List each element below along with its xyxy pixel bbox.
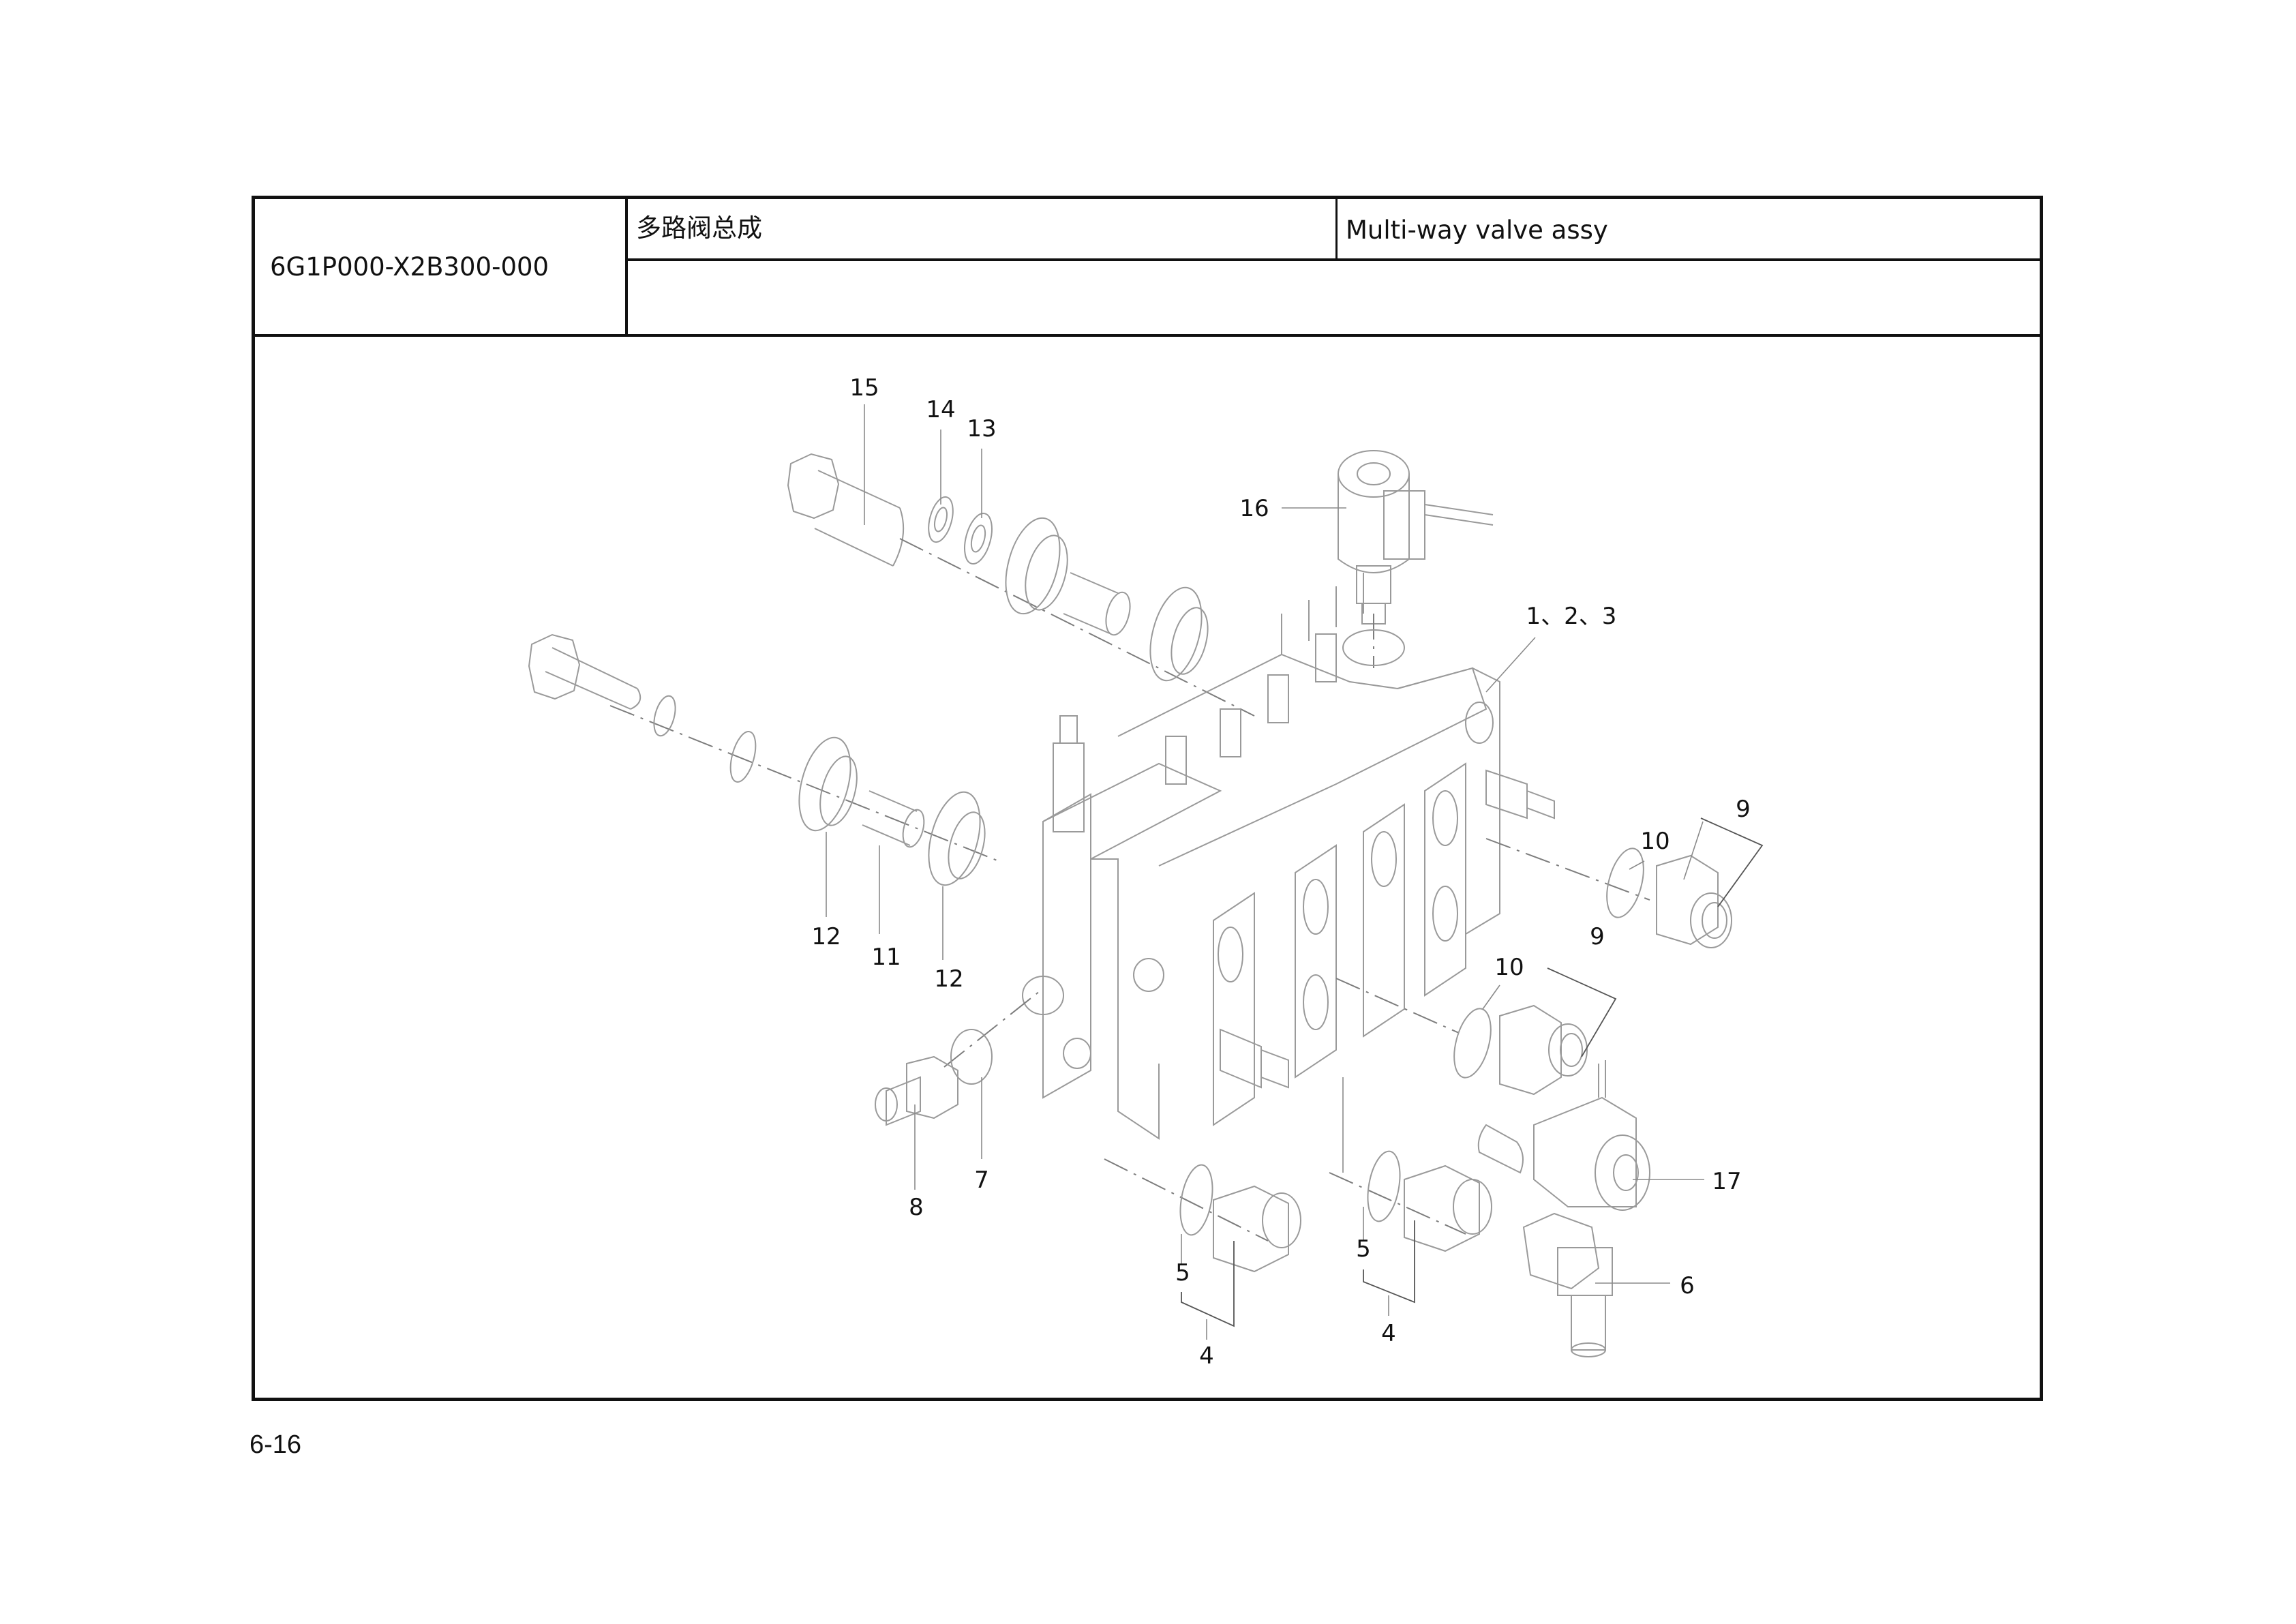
title-block: 6G1P000-X2B300-000 多路阀总成 Multi-way valve… bbox=[255, 199, 2040, 337]
oring-5-left bbox=[1179, 1164, 1213, 1236]
solenoid-17 bbox=[1477, 1060, 1650, 1211]
callout-15: 15 bbox=[849, 374, 879, 402]
elbow-fitting-6 bbox=[1522, 1212, 1613, 1357]
callout-4-right: 4 bbox=[1381, 1320, 1396, 1347]
bushing-upper-a bbox=[1005, 517, 1061, 615]
callout-9-lower: 9 bbox=[1590, 923, 1605, 950]
title-english: Multi-way valve assy bbox=[1346, 215, 1608, 245]
bolt-lower-head bbox=[528, 633, 581, 700]
title-cn-cell: 多路阀总成 bbox=[628, 199, 1338, 258]
callout-5-left: 5 bbox=[1175, 1259, 1190, 1287]
fitting-9-upper bbox=[1485, 838, 1732, 948]
upper-bolt-assembly bbox=[787, 453, 1255, 717]
callout-12-right: 12 bbox=[934, 965, 963, 993]
title-en-cell: Multi-way valve assy bbox=[1338, 199, 2040, 258]
bushing-12b bbox=[928, 791, 981, 886]
callout-16: 16 bbox=[1239, 495, 1269, 522]
title-chinese: 多路阀总成 bbox=[636, 213, 762, 243]
solenoid-16 bbox=[1338, 450, 1494, 668]
callouts: 15 14 13 16 1、2、3 9 10 9 10 12 11 12 7 8… bbox=[811, 374, 1750, 1370]
callout-5-right: 5 bbox=[1356, 1235, 1371, 1263]
callout-8: 8 bbox=[909, 1194, 924, 1221]
fitting-8 bbox=[875, 988, 1044, 1126]
part-number: 6G1P000-X2B300-000 bbox=[270, 252, 549, 282]
callout-9-upper: 9 bbox=[1736, 796, 1751, 823]
oring-5-right bbox=[1367, 1150, 1401, 1222]
bushing-upper-b bbox=[1149, 586, 1203, 682]
leader-lines bbox=[826, 404, 1764, 1340]
title-row: 多路阀总成 Multi-way valve assy bbox=[628, 199, 2040, 261]
callout-11: 11 bbox=[871, 944, 901, 971]
bolt-axis-upper bbox=[899, 538, 1255, 717]
callout-17: 17 bbox=[1712, 1168, 1741, 1195]
callout-12-left: 12 bbox=[811, 923, 841, 950]
callout-13: 13 bbox=[967, 415, 996, 442]
valve-body bbox=[1022, 573, 1555, 1140]
oring-7 bbox=[950, 1029, 993, 1085]
oring-10-upper bbox=[1606, 847, 1644, 918]
lower-bolt-assembly bbox=[528, 633, 1003, 886]
relief-valve bbox=[1053, 715, 1085, 832]
callout-6: 6 bbox=[1680, 1272, 1695, 1299]
washer-13 bbox=[964, 513, 993, 565]
callout-14: 14 bbox=[926, 396, 955, 423]
sleeve-upper bbox=[1063, 572, 1119, 635]
callout-7: 7 bbox=[974, 1167, 989, 1194]
oring-10-lower bbox=[1453, 1008, 1492, 1079]
fitting-4-left bbox=[1104, 1158, 1301, 1273]
bolt-axis-lower bbox=[609, 705, 1003, 863]
part-number-cell: 6G1P000-X2B300-000 bbox=[255, 199, 628, 334]
washer-14 bbox=[928, 496, 954, 543]
callout-4-left: 4 bbox=[1199, 1342, 1214, 1370]
fitting-4-right bbox=[1329, 1150, 1492, 1252]
drawing-frame: 6G1P000-X2B300-000 多路阀总成 Multi-way valve… bbox=[252, 196, 2043, 1401]
callout-10-lower: 10 bbox=[1494, 954, 1524, 981]
callout-1-2-3: 1、2、3 bbox=[1526, 603, 1617, 630]
callout-10-upper: 10 bbox=[1640, 828, 1670, 855]
bushing-12a bbox=[798, 736, 851, 832]
fitting-9-lower bbox=[1335, 978, 1588, 1096]
sleeve-11 bbox=[862, 790, 918, 846]
page-number: 6-16 bbox=[250, 1430, 302, 1459]
bolt-15-head bbox=[787, 453, 840, 520]
